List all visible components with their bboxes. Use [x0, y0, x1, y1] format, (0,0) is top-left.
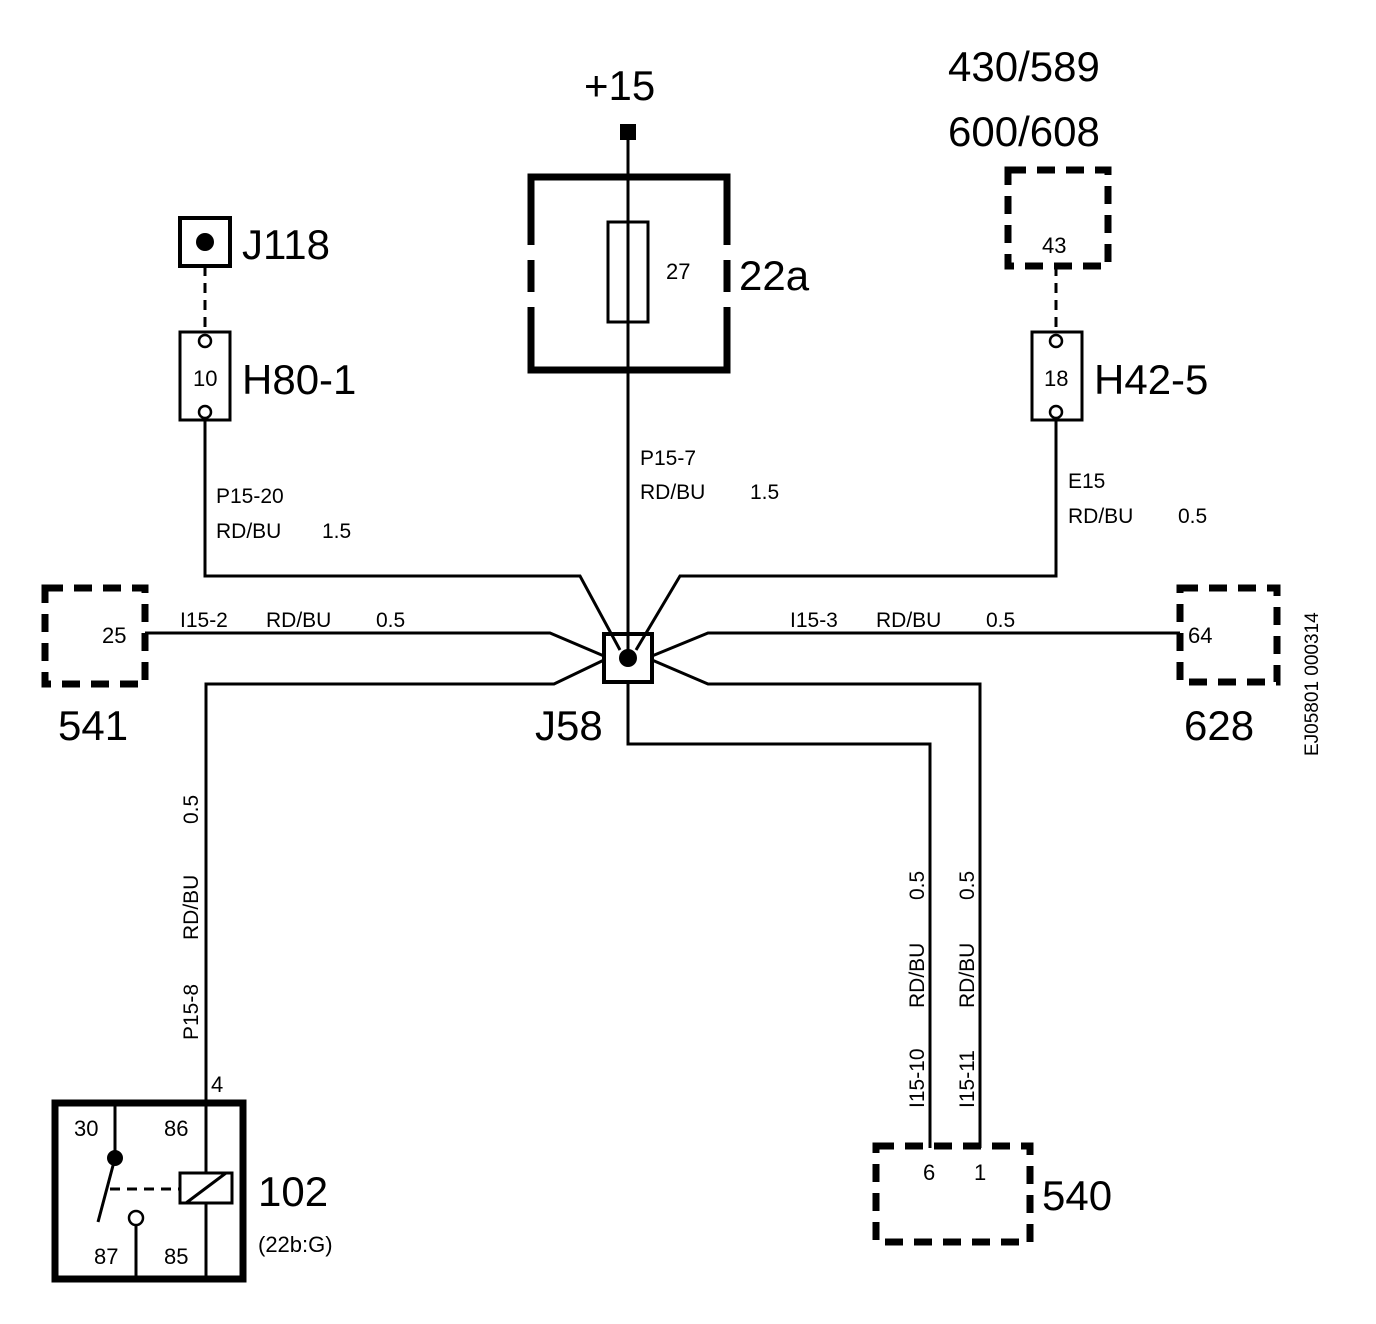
- wire-p15-20-name: P15-20: [216, 485, 284, 508]
- relay-pin-4: 4: [211, 1072, 223, 1097]
- relay-pin-87: 87: [94, 1244, 118, 1269]
- wire-p15-7-spec: RD/BU: [640, 481, 705, 504]
- wire-i15-2-spec: RD/BU: [266, 609, 331, 632]
- wire-e15: [634, 418, 1058, 651]
- wire-i15-3-spec: RD/BU: [876, 609, 941, 632]
- wire-i15-2-name: I15-2: [180, 609, 228, 632]
- wire-p15-20-size: 1.5: [322, 520, 351, 543]
- wire-i15-10-name: I15-10: [906, 1048, 929, 1108]
- j58-label: J58: [535, 702, 603, 749]
- wire-i15-11-name: I15-11: [956, 1050, 979, 1108]
- 540-label: 540: [1042, 1172, 1112, 1219]
- supply-plus15: +15: [584, 62, 655, 140]
- relay-sublabel: (22b:G): [258, 1232, 333, 1257]
- supply-label: +15: [584, 62, 655, 109]
- component-430-589-600-608: 430/589 600/608 43: [948, 43, 1112, 270]
- wire-i15-10: [626, 682, 932, 1148]
- h80-label: H80-1: [242, 356, 356, 403]
- wire-i15-11: [651, 658, 982, 1148]
- 540-pin-b: 1: [974, 1160, 986, 1185]
- document-id: EJ05801 000314: [1302, 612, 1323, 756]
- wire-p15-8-name: P15-8: [180, 984, 203, 1040]
- j58-dot: [619, 649, 637, 667]
- wire-p15-7-size: 1.5: [750, 481, 779, 504]
- fuse-box-22a: 27 22a: [527, 173, 810, 374]
- wire-i15-3: [651, 631, 1180, 658]
- 628-label: 628: [1184, 702, 1254, 749]
- connector-h80-1: 10 H80-1: [178, 330, 356, 422]
- component-628: 64 628: [1176, 584, 1281, 749]
- wire-e15-spec: RD/BU: [1068, 505, 1133, 528]
- wire-p15-8-size: 0.5: [180, 795, 203, 824]
- top-right-box: [1004, 166, 1112, 270]
- relay-pin-30: 30: [74, 1116, 98, 1141]
- top-right-label-2: 600/608: [948, 108, 1100, 155]
- relay-switch-arm: [96, 1157, 117, 1223]
- 541-label: 541: [58, 702, 128, 749]
- wire-i15-3-name: I15-3: [790, 609, 838, 632]
- wire-i15-10-size: 0.5: [906, 871, 929, 900]
- h80-pin: 10: [193, 366, 217, 391]
- 628-pin: 64: [1188, 623, 1212, 648]
- wire-i15-2: [145, 631, 605, 658]
- connector-h42-5: 18 H42-5: [1030, 330, 1208, 422]
- wire-e15-size: 0.5: [1178, 505, 1207, 528]
- component-540: 6 1 540: [872, 1142, 1112, 1246]
- j118-dot: [196, 233, 214, 251]
- relay-pin-86: 86: [164, 1116, 188, 1141]
- wire-e15-name: E15: [1068, 470, 1105, 493]
- wire-i15-2-size: 0.5: [376, 609, 405, 632]
- wire-p15-8: [204, 658, 605, 1100]
- wire-p15-8-spec: RD/BU: [180, 875, 203, 940]
- wire-p15-20-spec: RD/BU: [216, 520, 281, 543]
- j118-label: J118: [242, 221, 330, 268]
- wire-i15-11-size: 0.5: [956, 871, 979, 900]
- wire-i15-3-size: 0.5: [986, 609, 1015, 632]
- 540-box: [872, 1142, 1034, 1246]
- test-point-j118: J118: [178, 216, 330, 268]
- fuse-box-label: 22a: [739, 252, 810, 299]
- wire-p15-7-name: P15-7: [640, 447, 696, 470]
- top-right-pin: 43: [1042, 233, 1066, 258]
- relay-contact-87: [127, 1209, 145, 1227]
- 540-pin-a: 6: [923, 1160, 935, 1185]
- top-right-label-1: 430/589: [948, 43, 1100, 90]
- relay-pin-85: 85: [164, 1244, 188, 1269]
- supply-terminal: [620, 124, 636, 140]
- relay-box: [51, 1099, 247, 1283]
- relay-label: 102: [258, 1168, 328, 1215]
- 541-box: [41, 584, 149, 688]
- wire-p15-20: [203, 418, 622, 651]
- relay-102: 4 30 86 87 85 102 (22b:G): [51, 1072, 333, 1283]
- 541-pin: 25: [102, 623, 126, 648]
- fuse-number: 27: [666, 259, 690, 284]
- h42-label: H42-5: [1094, 356, 1208, 403]
- component-541: 25 541: [41, 584, 149, 749]
- wire-i15-10-spec: RD/BU: [906, 943, 929, 1008]
- 628-box: [1176, 584, 1281, 686]
- wire-i15-11-spec: RD/BU: [956, 943, 979, 1008]
- h42-pin: 18: [1044, 366, 1068, 391]
